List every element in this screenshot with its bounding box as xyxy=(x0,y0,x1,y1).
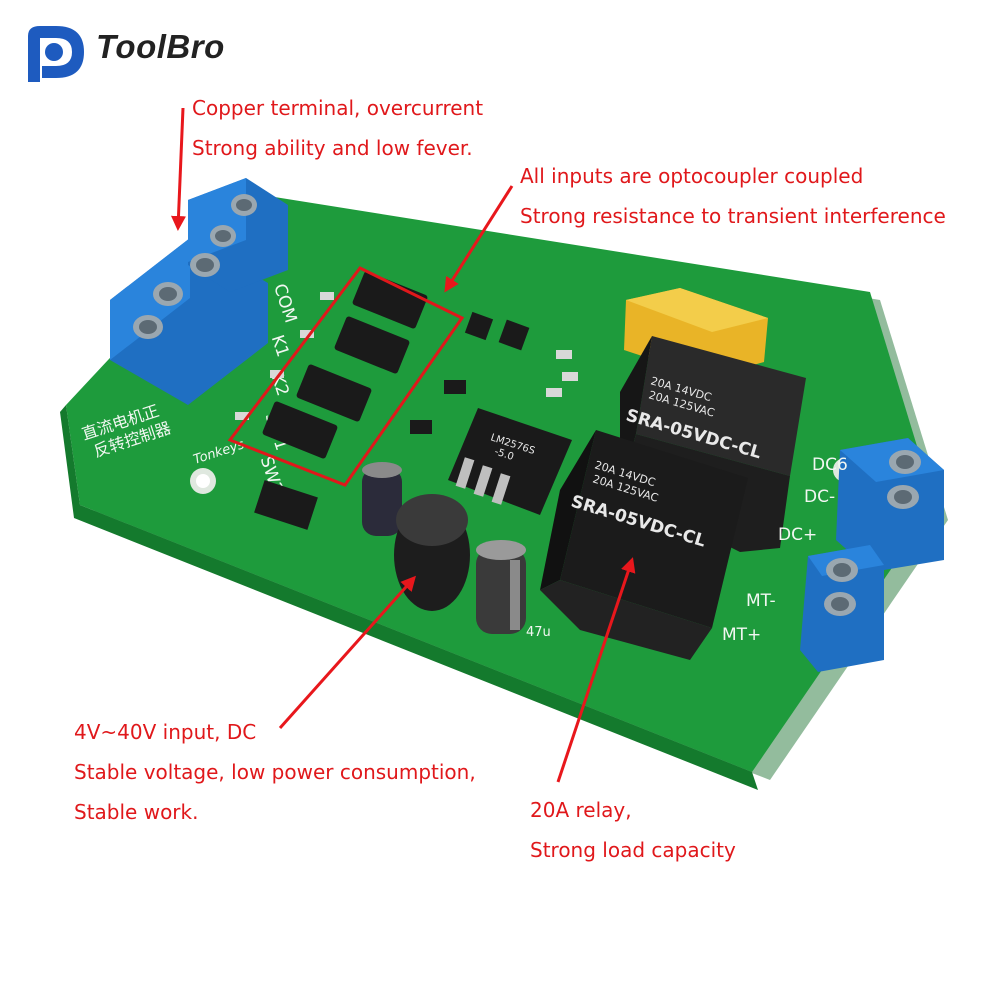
voltage-regulator: LM2576S -5.0 xyxy=(448,408,572,515)
capacitor-small xyxy=(362,462,402,536)
inductor-value: 47u xyxy=(526,625,551,640)
terminal-label-dc-plus: DC+ xyxy=(778,525,817,545)
diode-d1 xyxy=(498,319,530,351)
annotation-line: Copper terminal, overcurrent xyxy=(192,96,484,120)
annotation-input: 4V~40V input, DC Stable voltage, low pow… xyxy=(74,712,476,832)
transistor-q1 xyxy=(444,380,466,394)
terminal-label-mt-plus: MT+ xyxy=(722,625,761,645)
right-terminal-block xyxy=(800,438,944,672)
ic-u2 xyxy=(254,480,318,530)
diode-d3 xyxy=(464,311,494,341)
terminal-label-dc-minus: DC- xyxy=(804,487,835,507)
toolbro-logo-icon xyxy=(28,26,84,82)
left-terminal-block xyxy=(110,178,288,405)
annotation-line: Strong load capacity xyxy=(530,838,736,862)
optocoupler-group xyxy=(235,271,428,459)
inductor-l1 xyxy=(394,494,470,611)
arrow-input xyxy=(278,575,416,729)
transistor-q2 xyxy=(410,420,432,434)
annotation-relay: 20A relay, Strong load capacity xyxy=(530,790,736,870)
brand-logo xyxy=(18,22,90,86)
annotation-line: Strong resistance to transient interfere… xyxy=(520,204,946,228)
relay-2: 20A 14VDC 20A 125VAC SRA-05VDC-CL xyxy=(540,430,748,660)
annotation-terminals: Copper terminal, overcurrent Strong abil… xyxy=(192,88,483,168)
highlight-box xyxy=(227,266,465,487)
annotation-line: 4V~40V input, DC xyxy=(74,720,257,744)
arrow-optocoupler xyxy=(444,185,514,293)
annotation-line: Stable voltage, low power consumption, xyxy=(74,760,476,784)
annotation-line: All inputs are optocoupler coupled xyxy=(520,164,864,188)
annotation-line: Strong ability and low fever. xyxy=(192,136,473,160)
terminal-label-dc6: DC6 xyxy=(812,455,848,475)
annotation-line: Stable work. xyxy=(74,800,199,824)
arrow-terminals xyxy=(171,107,186,231)
annotation-line: 20A relay, xyxy=(530,798,632,822)
annotation-optocoupler: All inputs are optocoupler coupled Stron… xyxy=(520,156,946,236)
brand-name: ToolBro xyxy=(96,28,225,65)
terminal-label-mt-minus: MT- xyxy=(746,591,776,611)
capacitor-large xyxy=(476,540,526,634)
arrow-relay xyxy=(556,557,636,783)
